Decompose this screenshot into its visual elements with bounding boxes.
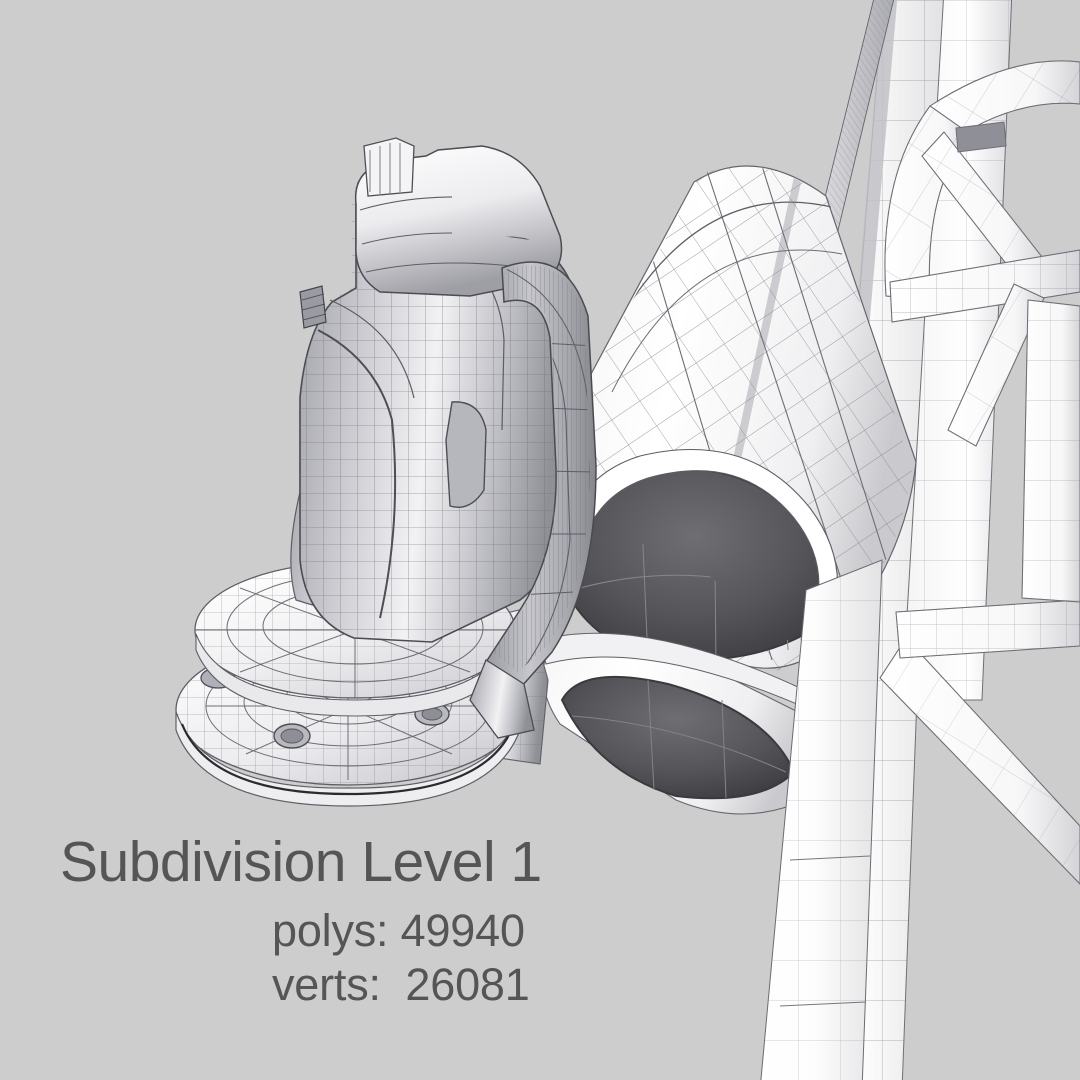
truss-gusset-plate	[955, 121, 1007, 153]
grip-guard-foot	[469, 659, 535, 739]
truss-lattice-group	[879, 60, 1080, 885]
grip-button-cap	[363, 137, 415, 197]
grip-trigger	[445, 401, 487, 508]
support-beam-group	[760, 559, 883, 1080]
